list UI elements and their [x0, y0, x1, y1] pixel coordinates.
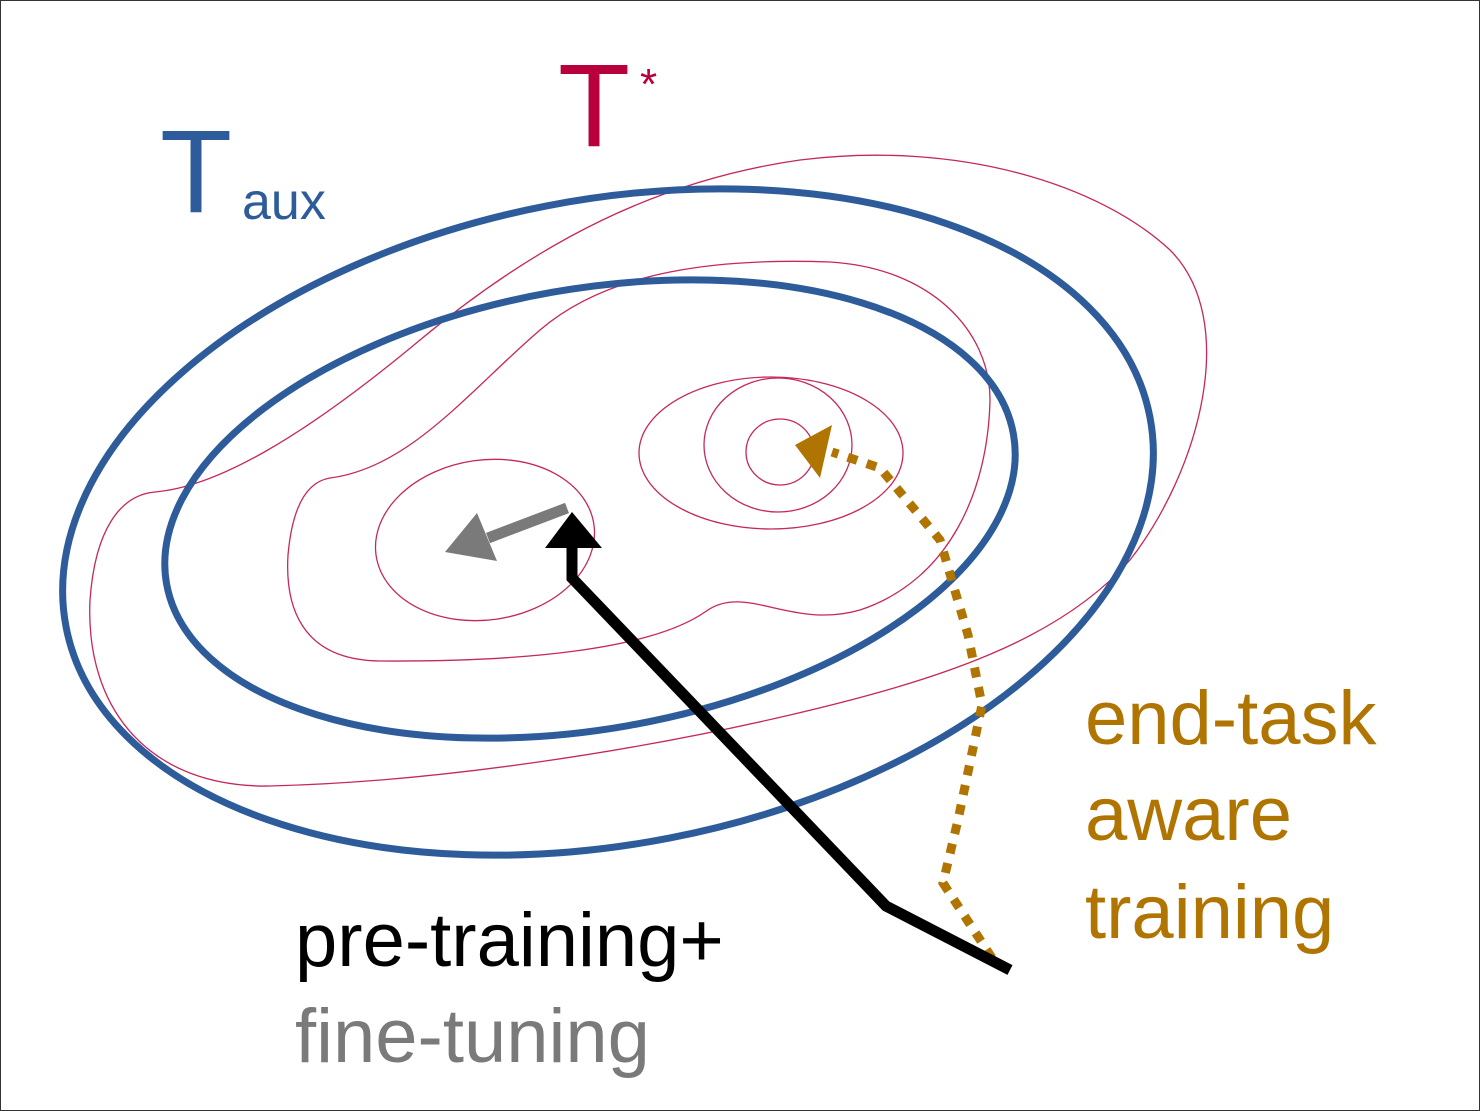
pretraining-path [545, 512, 1013, 975]
t-star-label: T [558, 40, 630, 172]
finetuning-arrowhead [445, 513, 497, 561]
end-task-label-line1: end-task [1085, 676, 1377, 761]
t-aux-label: T [160, 106, 232, 238]
contour-left-basin-ring [374, 458, 596, 622]
pretraining-trajectory [566, 538, 1013, 975]
end-task-label-line3: training [1085, 870, 1334, 955]
end-task-label-line2: aware [1085, 772, 1292, 857]
contour-right-basin-ring-1 [638, 376, 904, 530]
finetuning-path [445, 502, 569, 561]
end-task-loss-contours [89, 154, 1208, 787]
t-star-superscript: * [640, 60, 657, 109]
finetuning-label: fine-tuning [295, 994, 650, 1079]
contour-right-basin-ring-2 [703, 377, 853, 513]
end-task-aware-training-path [795, 425, 996, 961]
aux-contour-outer [59, 185, 1157, 859]
t-aux-subscript: aux [242, 173, 326, 231]
aux-contour-inner [161, 276, 1019, 742]
auxiliary-loss-contours [59, 185, 1157, 859]
contour-large-region [287, 260, 991, 662]
end-task-aware-trajectory [830, 447, 996, 961]
pretraining-arrowhead [545, 512, 602, 548]
finetuning-trajectory [486, 502, 569, 544]
end-task-aware-arrowhead [795, 425, 832, 478]
contour-outer [89, 154, 1208, 787]
pretraining-label: pre-training+ [295, 898, 724, 983]
